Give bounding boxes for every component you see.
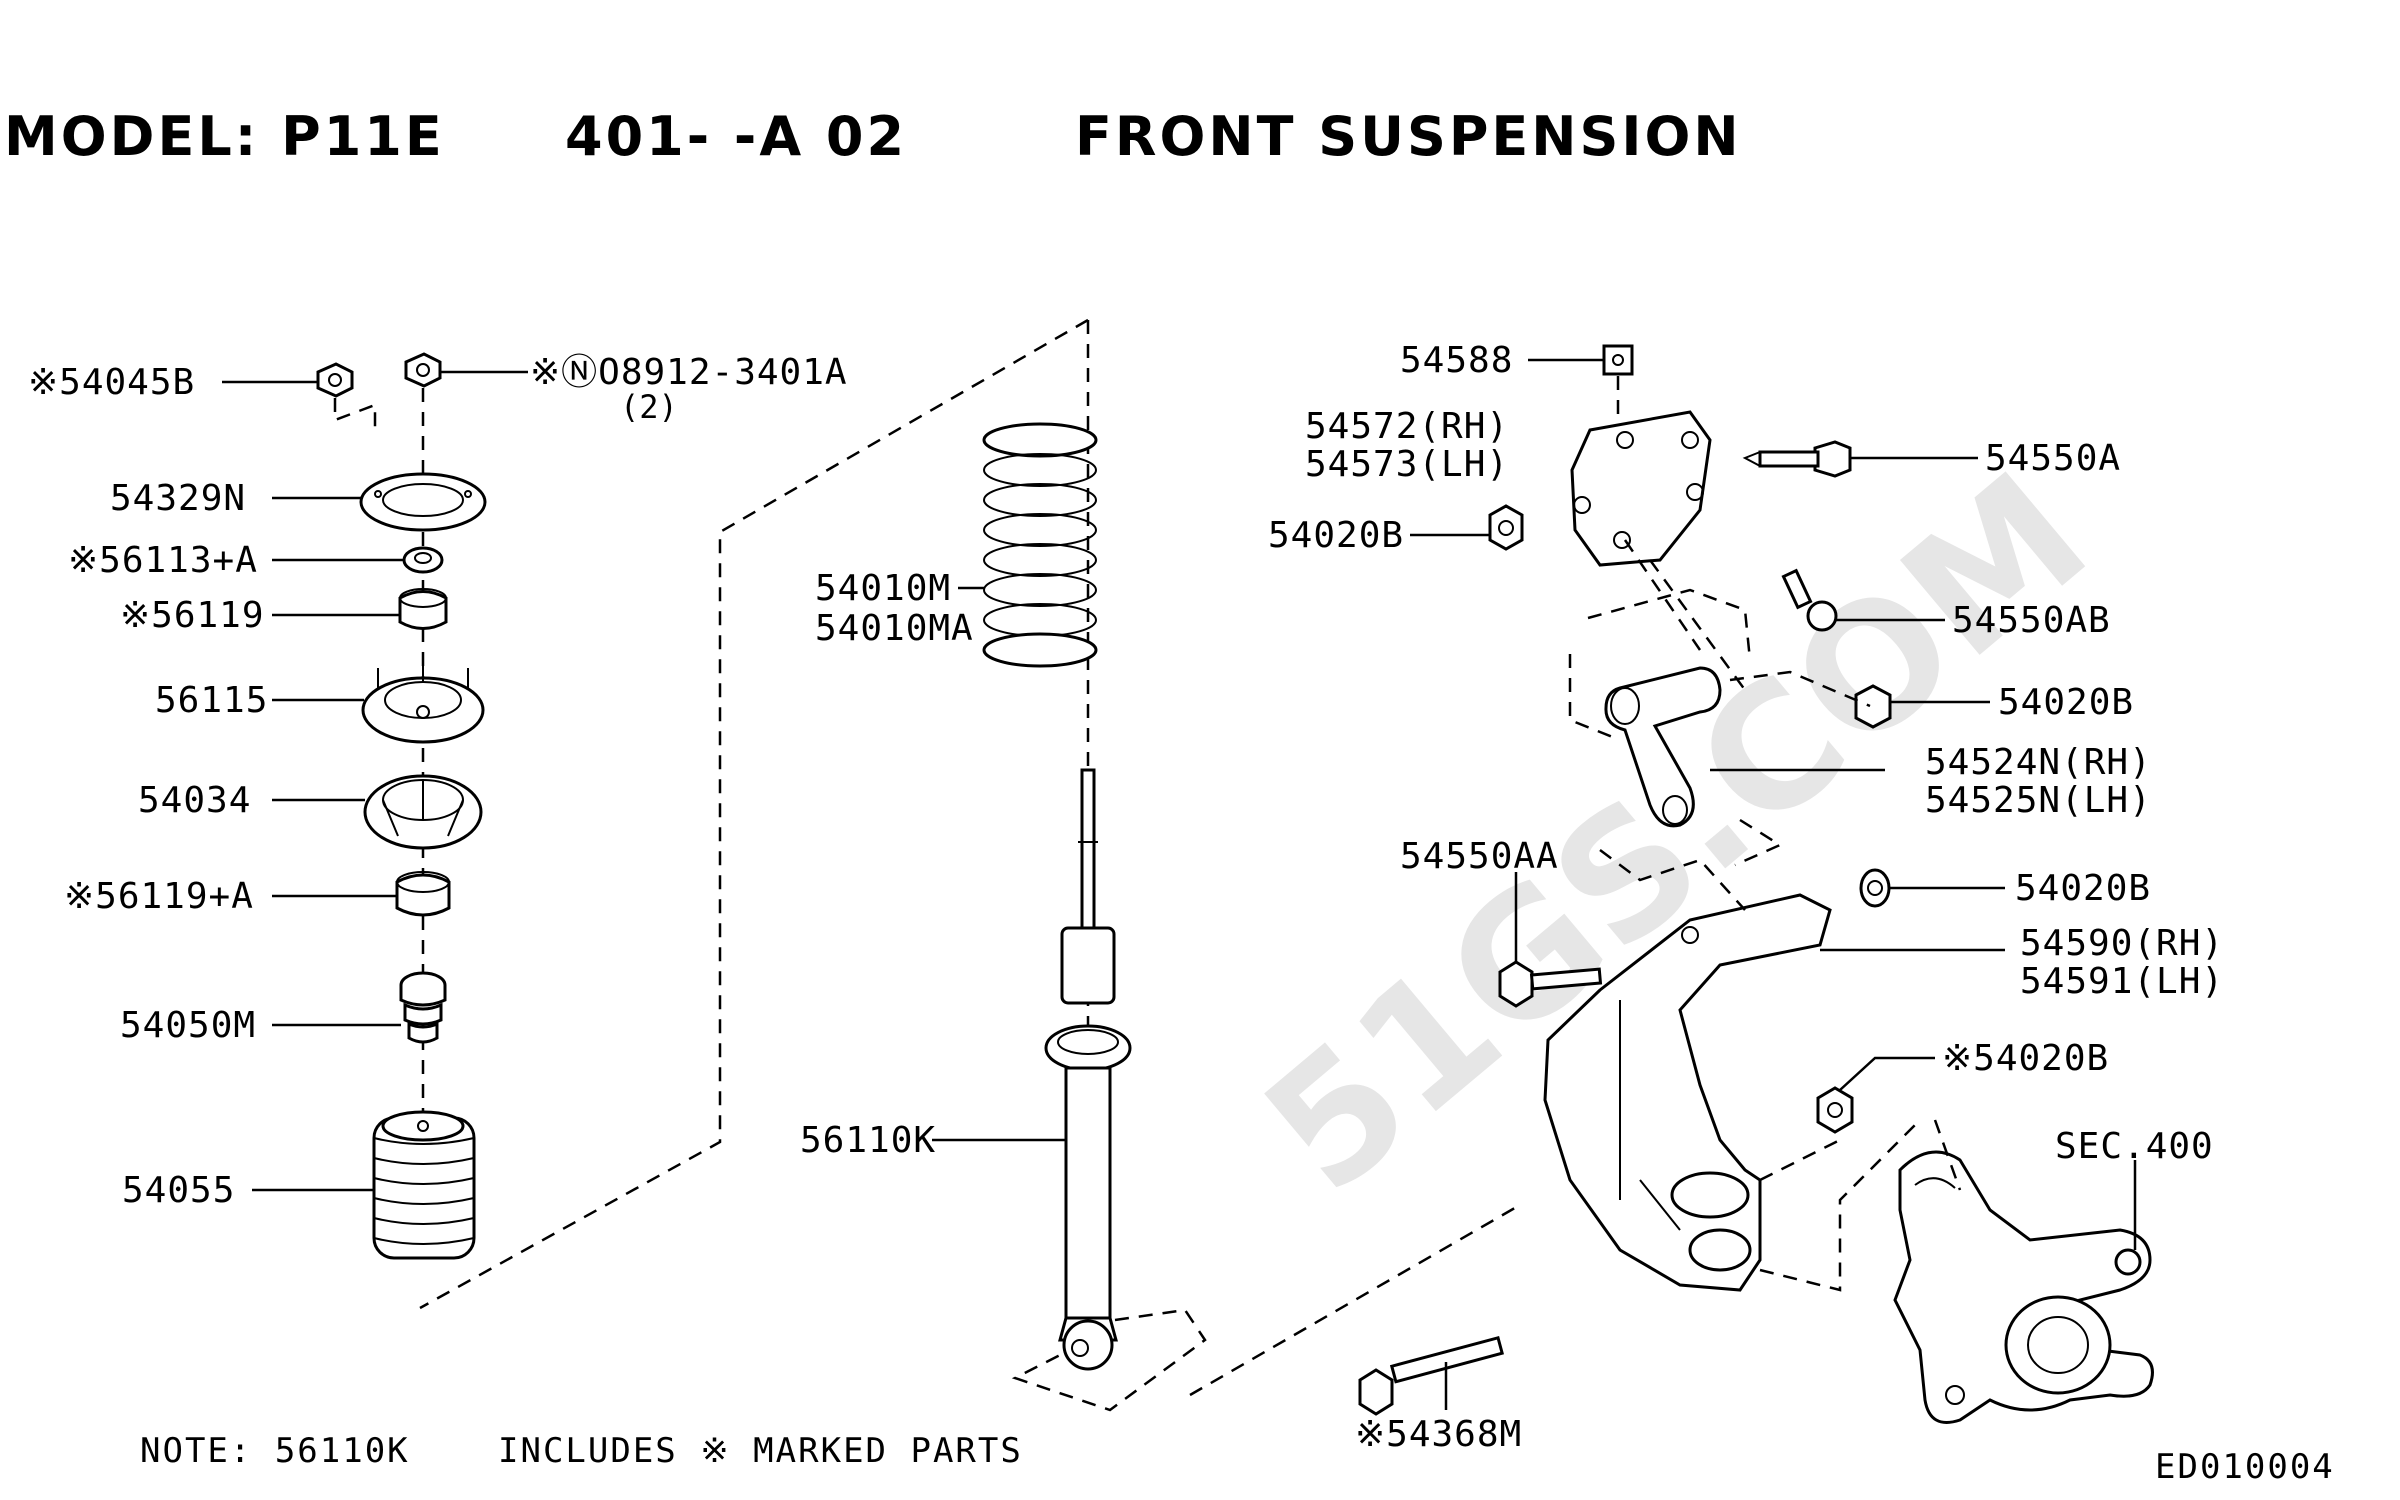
label-54010M: 54010M bbox=[815, 568, 951, 609]
part-56113A-washer bbox=[402, 546, 444, 574]
part-54020B-nut-4 bbox=[1759, 1086, 1921, 1292]
assembly-dash-outline bbox=[419, 318, 1089, 1310]
label-54550AA: 54550AA bbox=[1400, 836, 1559, 877]
title-model: MODEL: P11E bbox=[4, 105, 445, 168]
figure-code: ED010004 bbox=[2155, 1447, 2335, 1487]
part-54050M-bumper bbox=[399, 971, 447, 1044]
label-54524N: 54524N(RH) bbox=[1925, 742, 2152, 783]
label-54045B: ※54045B bbox=[28, 362, 195, 403]
part-54010M-spring bbox=[982, 422, 1098, 668]
part-54020B-nut-2 bbox=[1854, 684, 1892, 729]
part-56119-bushing bbox=[398, 588, 448, 630]
part-54550A-bolt bbox=[1742, 440, 1852, 478]
label-56115: 56115 bbox=[155, 680, 268, 721]
label-54525N: 54525N(LH) bbox=[1925, 780, 2152, 821]
label-54588: 54588 bbox=[1400, 340, 1513, 381]
label-56113A: ※56113+A bbox=[68, 540, 258, 581]
title-section: 401- -A 02 bbox=[565, 105, 907, 168]
label-54550AB: 54550AB bbox=[1952, 600, 2111, 641]
leader-lines bbox=[222, 358, 2137, 1410]
label-54034: 54034 bbox=[138, 780, 251, 821]
label-54020B-1: 54020B bbox=[1268, 515, 1404, 556]
left-stack-parts bbox=[316, 352, 487, 1260]
label-08912-3401A: ※ⓃO8912-3401A bbox=[530, 352, 848, 393]
label-54572: 54572(RH) bbox=[1305, 406, 1509, 447]
note-prefix: NOTE: 56110K bbox=[140, 1431, 410, 1471]
label-54591: 54591(LH) bbox=[2020, 961, 2224, 1002]
label-54050M: 54050M bbox=[120, 1005, 256, 1046]
part-56110K-shock bbox=[1011, 768, 1207, 1412]
label-54590: 54590(RH) bbox=[2020, 923, 2224, 964]
label-08912-qty: (2) bbox=[620, 388, 678, 426]
part-54045B-nut bbox=[316, 362, 377, 435]
label-54055: 54055 bbox=[122, 1170, 235, 1211]
label-54329N: 54329N bbox=[110, 478, 246, 519]
label-54020B-3: 54020B bbox=[2015, 868, 2151, 909]
part-54588-clip bbox=[1602, 344, 1634, 376]
label-56110K: 56110K bbox=[800, 1120, 936, 1161]
part-54572-bracket bbox=[1570, 376, 1712, 567]
label-sec-400: SEC.400 bbox=[2055, 1126, 2214, 1167]
part-54020B-nut-3 bbox=[1859, 868, 1891, 908]
part-54020B-nut-1 bbox=[1488, 504, 1524, 551]
label-56119: ※56119 bbox=[120, 595, 265, 636]
label-54368M: ※54368M bbox=[1355, 1414, 1522, 1455]
part-54590-bracket bbox=[1543, 818, 1832, 1292]
note-text: INCLUDES ※ MARKED PARTS bbox=[498, 1431, 1023, 1471]
title-name: FRONT SUSPENSION bbox=[1075, 105, 1742, 168]
part-54368M-bolt bbox=[1189, 1203, 1521, 1416]
part-54550AB-bolt bbox=[1781, 568, 1838, 632]
part-56119A-bumper bbox=[395, 871, 451, 917]
label-54573: 54573(LH) bbox=[1305, 444, 1509, 485]
label-56119A: ※56119+A bbox=[64, 876, 254, 917]
label-54020B-4: ※54020B bbox=[1942, 1038, 2109, 1079]
part-54034-seat bbox=[363, 774, 483, 850]
part-56115-mount bbox=[361, 654, 485, 744]
part-54524N-link bbox=[1568, 539, 1871, 828]
sec-400-knuckle bbox=[1893, 1119, 2154, 1424]
label-54550A: 54550A bbox=[1985, 438, 2121, 479]
label-54010MA: 54010MA bbox=[815, 608, 974, 649]
callout-labels: ※54045B ※ⓃO8912-3401A (2) 54329N ※56113+… bbox=[28, 340, 2224, 1455]
part-54329N-plate bbox=[359, 472, 487, 532]
label-54020B-2: 54020B bbox=[1998, 682, 2134, 723]
part-54055-boot bbox=[372, 1110, 476, 1260]
